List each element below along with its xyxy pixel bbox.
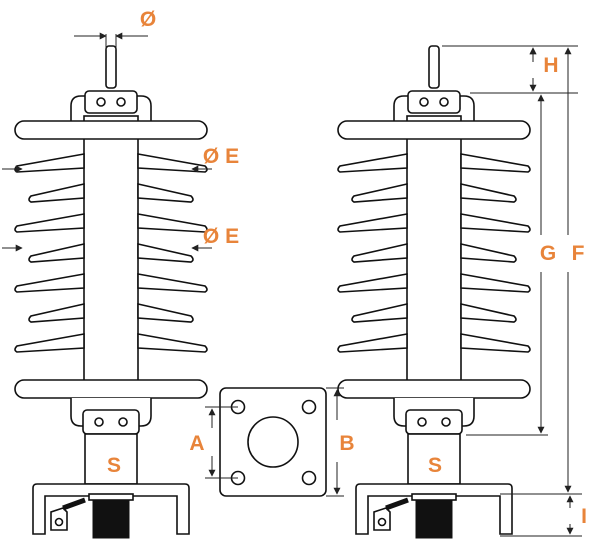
label-diameter: Ø bbox=[140, 8, 156, 31]
clamp-bolt bbox=[419, 97, 429, 107]
bottom-grading-ring bbox=[14, 379, 208, 399]
dimension-lines bbox=[2, 32, 582, 537]
top-grading-ring bbox=[337, 120, 531, 140]
shed-left bbox=[28, 182, 85, 203]
shed-left bbox=[351, 302, 408, 323]
shed-right bbox=[460, 242, 517, 263]
shed-left bbox=[337, 153, 408, 173]
insulator-side-view bbox=[337, 45, 531, 539]
clamp-bolt bbox=[116, 97, 126, 107]
shed-left bbox=[28, 242, 85, 263]
shed-right bbox=[460, 153, 531, 173]
dimension-labels: Ø Ø E Ø E A B S S H G F I bbox=[107, 8, 587, 528]
disconnector-block bbox=[415, 497, 453, 539]
stem bbox=[84, 433, 138, 485]
shed-left bbox=[14, 333, 85, 353]
shed-left bbox=[14, 273, 85, 293]
shed-right bbox=[137, 333, 208, 353]
disconnector-cap bbox=[411, 493, 457, 501]
label-total-height: F bbox=[572, 242, 585, 265]
clamp-bolt bbox=[118, 417, 128, 427]
ground-lead bbox=[385, 497, 409, 511]
shed-left bbox=[14, 213, 85, 233]
clamp-bolt bbox=[94, 417, 104, 427]
shed-left bbox=[337, 273, 408, 293]
insulator-core bbox=[83, 115, 139, 407]
shed-left bbox=[28, 302, 85, 323]
insulator-core bbox=[406, 115, 462, 407]
label-stem-right: S bbox=[428, 454, 442, 477]
shed-right bbox=[460, 333, 531, 353]
base-flange-plate bbox=[219, 387, 327, 497]
shed-left bbox=[351, 242, 408, 263]
shed-left bbox=[14, 153, 85, 173]
flange-center-hole bbox=[247, 416, 299, 468]
terminal-stud bbox=[105, 45, 117, 89]
label-base-width: B bbox=[339, 432, 354, 455]
clamp-bolt bbox=[439, 97, 449, 107]
shed-right bbox=[137, 273, 208, 293]
label-stem-left: S bbox=[107, 454, 121, 477]
shed-right bbox=[137, 182, 194, 203]
ground-lug-hole bbox=[377, 517, 387, 527]
label-shed-diameter-top: Ø E bbox=[203, 145, 239, 168]
flange-bolt-hole bbox=[301, 470, 317, 486]
disconnector-cap bbox=[88, 493, 134, 501]
label-shed-diameter-bottom: Ø E bbox=[203, 225, 239, 248]
ground-lead bbox=[62, 497, 86, 511]
bottom-grading-ring bbox=[337, 379, 531, 399]
insulator-front-view bbox=[14, 45, 208, 539]
label-bracket-height: I bbox=[581, 505, 587, 528]
top-clamp-block bbox=[407, 90, 461, 114]
shed-left bbox=[351, 182, 408, 203]
terminal-stud bbox=[428, 45, 440, 89]
ground-lug-hole bbox=[54, 517, 64, 527]
flange-bolt-hole bbox=[301, 399, 317, 415]
label-base-hole-spacing: A bbox=[189, 432, 204, 455]
shed-right bbox=[460, 182, 517, 203]
shed-right bbox=[460, 213, 531, 233]
shed-left bbox=[337, 213, 408, 233]
top-grading-ring bbox=[14, 120, 208, 140]
label-terminal-height: H bbox=[543, 54, 558, 77]
clamp-bolt bbox=[96, 97, 106, 107]
label-insulator-height: G bbox=[540, 242, 556, 265]
clamp-bolt bbox=[441, 417, 451, 427]
stem bbox=[407, 433, 461, 485]
top-clamp-block bbox=[84, 90, 138, 114]
shed-right bbox=[460, 273, 531, 293]
bottom-clamp-block bbox=[82, 409, 140, 435]
shed-right bbox=[137, 242, 194, 263]
clamp-bolt bbox=[417, 417, 427, 427]
shed-right bbox=[137, 302, 194, 323]
shed-right bbox=[137, 153, 208, 173]
shed-right bbox=[460, 302, 517, 323]
bottom-clamp-block bbox=[405, 409, 463, 435]
shed-right bbox=[137, 213, 208, 233]
shed-left bbox=[337, 333, 408, 353]
disconnector-block bbox=[92, 497, 130, 539]
